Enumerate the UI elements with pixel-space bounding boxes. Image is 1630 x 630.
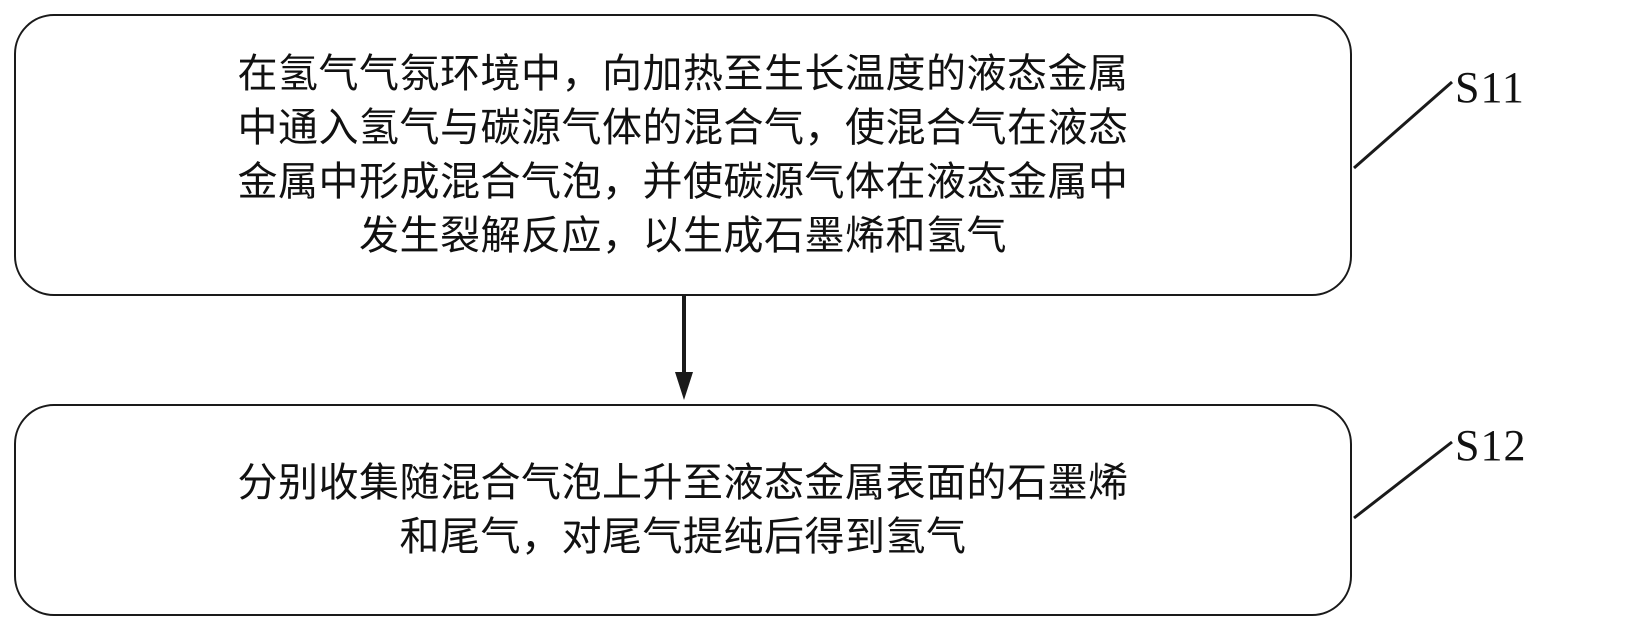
flowchart-node-s12-text: 分别收集随混合气泡上升至液态金属表面的石墨烯 和尾气，对尾气提纯后得到氢气 xyxy=(237,460,1129,560)
leader-line-s12 xyxy=(1353,440,1453,520)
flowchart-connector-s11-to-s12 xyxy=(675,296,693,400)
flowchart-node-s12: 分别收集随混合气泡上升至液态金属表面的石墨烯 和尾气，对尾气提纯后得到氢气 xyxy=(14,404,1352,616)
step-label-s11: S11 xyxy=(1455,63,1525,112)
leader-line-s11 xyxy=(1353,80,1453,170)
step-label-s12: S12 xyxy=(1455,421,1527,470)
flowchart-node-s11: 在氢气气氛环境中，向加热至生长温度的液态金属 中通入氢气与碳源气体的混合气，使混… xyxy=(14,14,1352,296)
flowchart-node-s11-text: 在氢气气氛环境中，向加热至生长温度的液态金属 中通入氢气与碳源气体的混合气，使混… xyxy=(237,51,1129,259)
